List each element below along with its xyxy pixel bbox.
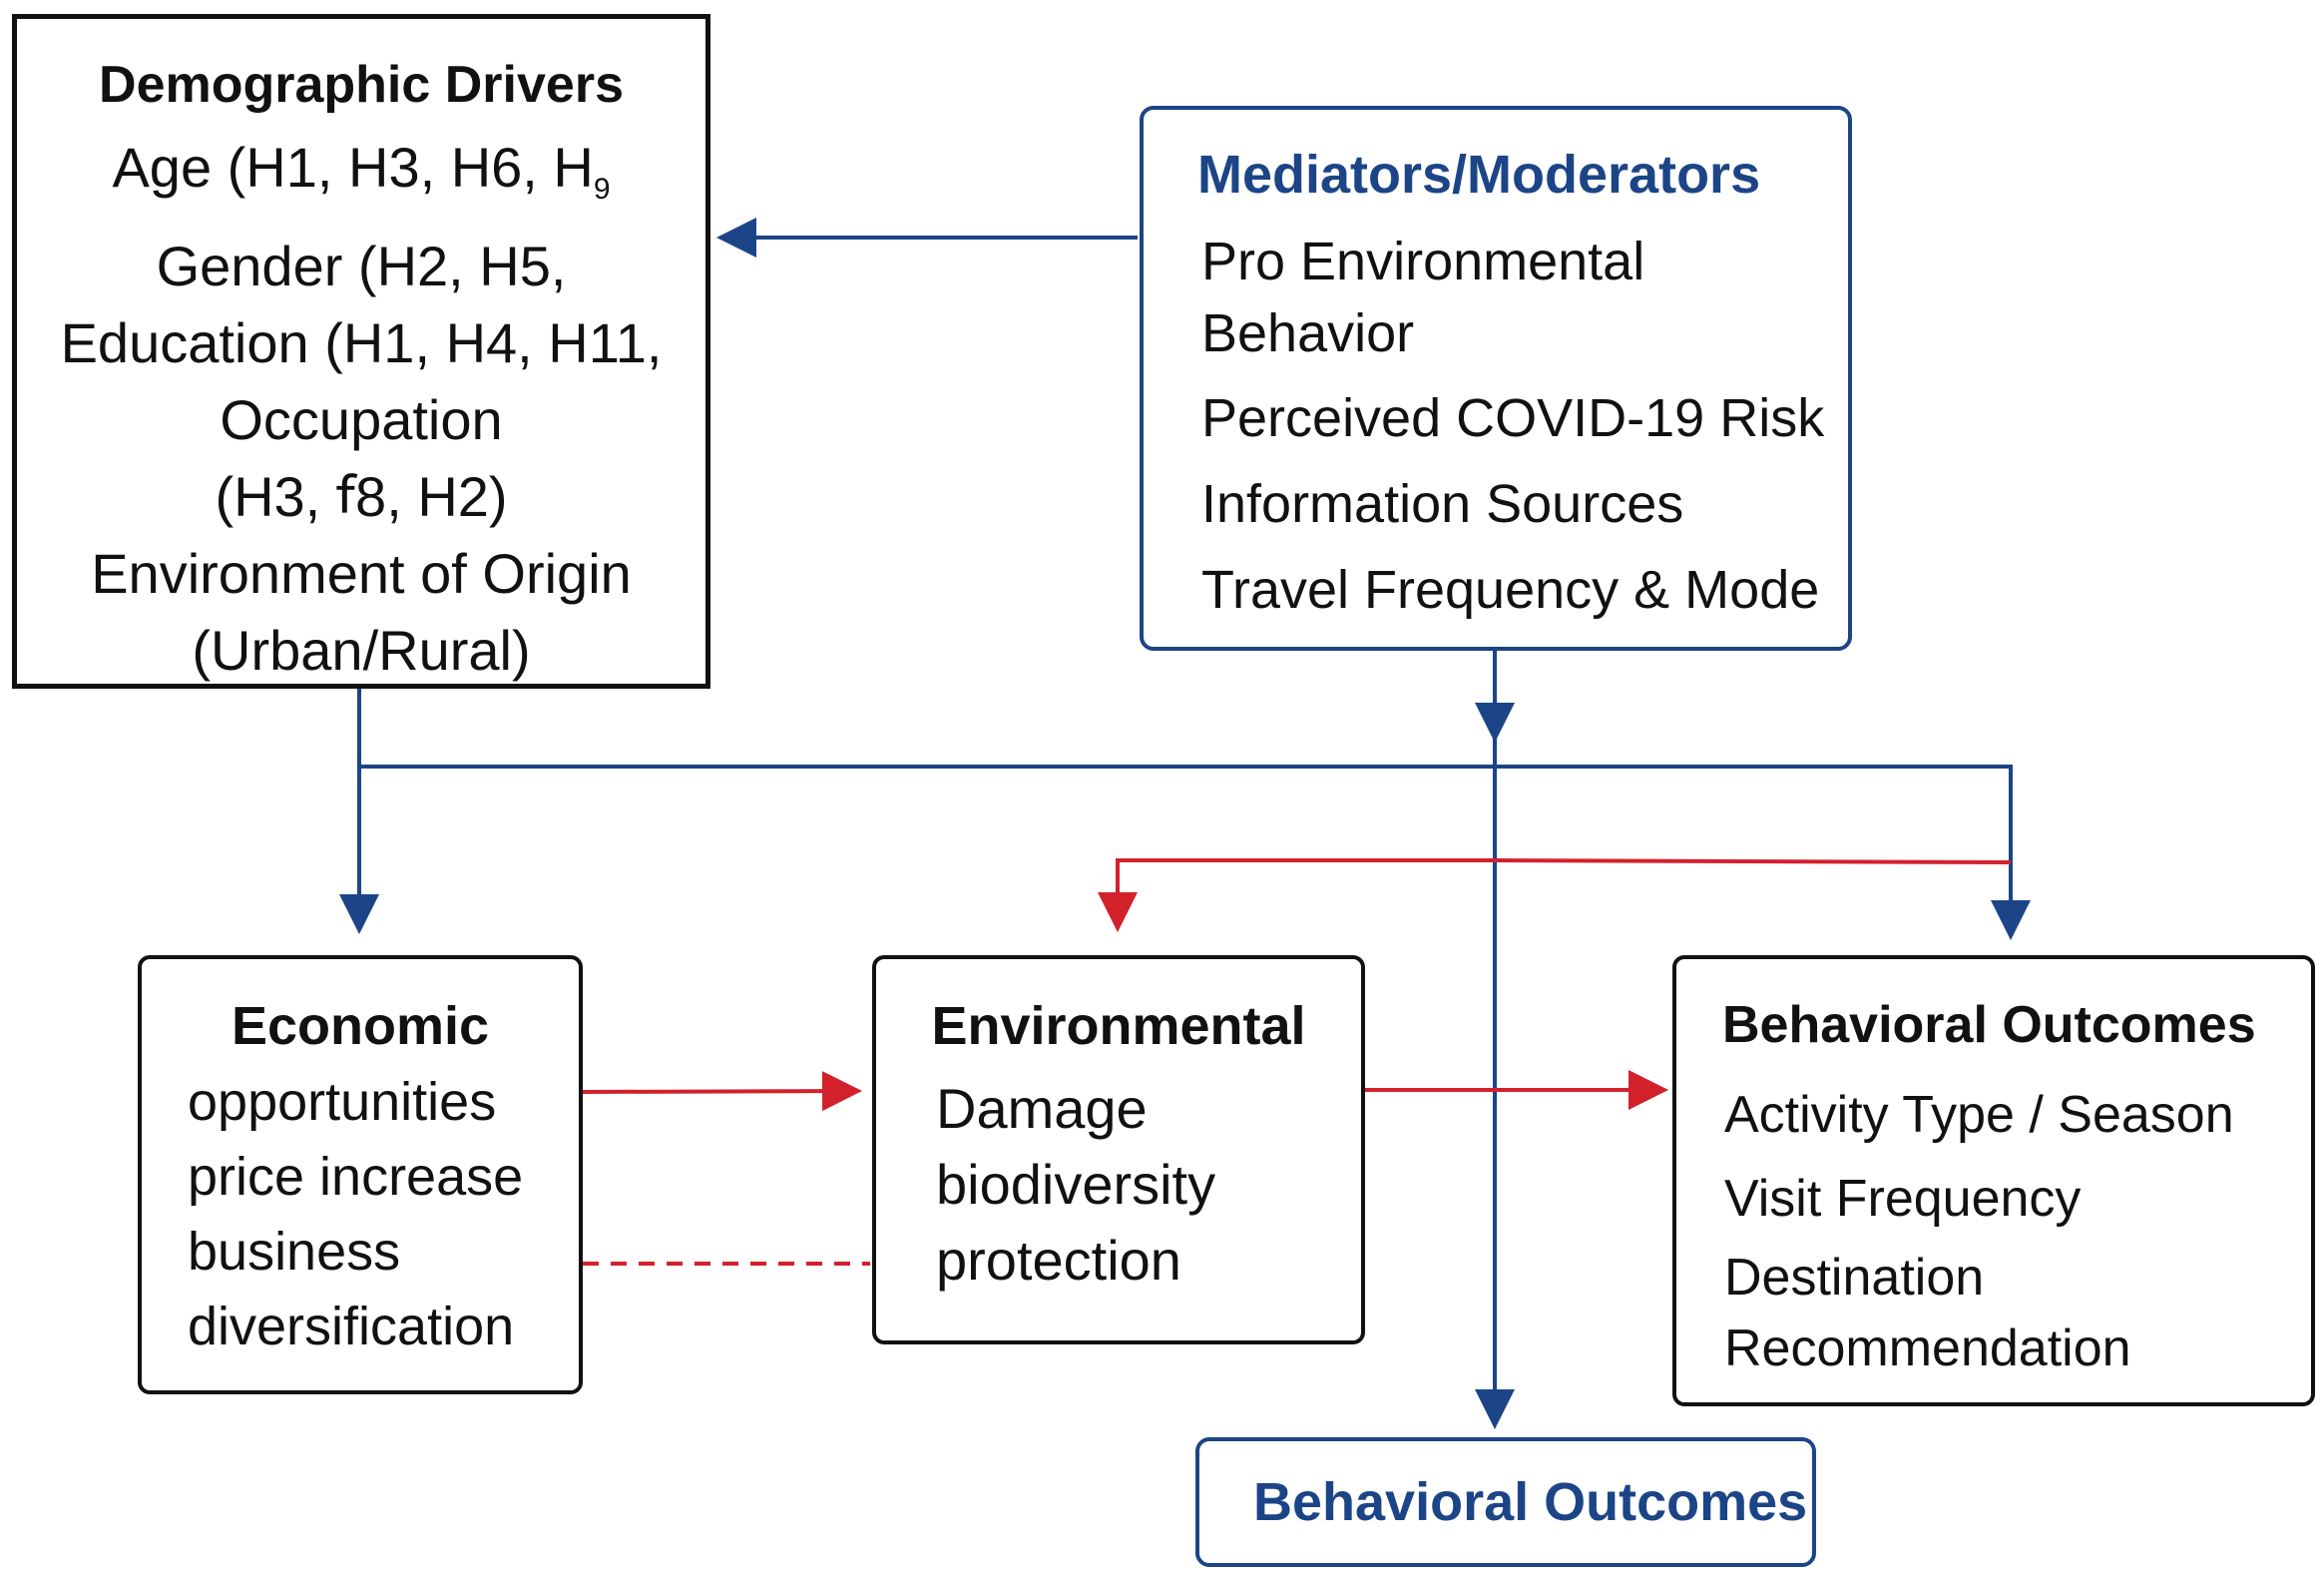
behavioral-line-recommendation: Recommendation [1724,1319,2131,1377]
mediator-line-behavior: Behavior [1201,303,1415,363]
behavioral-lines: Activity Type / Season Visit Frequency D… [1724,1073,2311,1382]
economic-line-price: price increase [188,1147,524,1207]
economic-box: Economic opportunities price increase bu… [138,955,583,1394]
demographic-line-occupation-hyp: (H3, ꬵ8, H2) [215,465,508,529]
mediator-line-info: Information Sources [1201,474,1684,534]
economic-line-opportunities: opportunities [188,1072,497,1132]
environmental-lines: Damage biodiversity protection [936,1071,1361,1299]
environmental-box: Environmental Damage biodiversity protec… [872,955,1365,1344]
mediators-lines: Pro Environmental Behavior Perceived COV… [1201,226,1848,633]
age-subscript: 9 [593,173,611,207]
environmental-line-protection: protection [936,1229,1181,1292]
economic-title: Economic [231,996,490,1056]
mediator-line-travel: Travel Frequency & Mode [1201,560,1820,620]
economic-line-business: business [188,1222,401,1282]
demographic-line-urban-rural: (Urban/Rural) [192,619,531,683]
mediator-line-pro-env: Pro Environmental [1201,232,1645,291]
environmental-line-damage: Damage [936,1077,1148,1140]
economic-line-diversification: diversification [188,1297,515,1356]
behavioral-outcomes-box: Behavioral Outcomes Activity Type / Seas… [1672,955,2315,1406]
blue-bus-to-behavioral [359,765,2031,940]
mediators-box: Mediators/Moderators Pro Environmental B… [1140,106,1852,651]
environmental-line-biodiversity: biodiversity [936,1153,1216,1216]
economic-lines: opportunities price increase business di… [188,1065,579,1364]
demographic-line-education: Education (H1, H4, H11, [60,311,663,375]
behavioral-line-frequency: Visit Frequency [1724,1170,2082,1228]
environmental-title: Environmental [931,996,1306,1056]
demographic-lines: Age (H1, H3, H6, H9 Gender (H2, H5, Educ… [17,129,705,689]
behavioral-line-activity: Activity Type / Season [1724,1086,2234,1144]
mediators-title: Mediators/Moderators [1197,145,1761,205]
demographic-title: Demographic Drivers [99,56,624,114]
demographic-line-environment: Environment of Origin [91,542,632,606]
demographic-line-occupation: Occupation [220,388,503,452]
bottom-behavioral-outcomes-box: Behavioral Outcomes [1195,1437,1816,1567]
behavioral-line-destination: Destination [1724,1249,1985,1307]
behavioral-title: Behavioral Outcomes [1722,996,2256,1054]
arrow-economic-to-environmental [582,1071,862,1112]
demographic-line-gender: Gender (H2, H5, [156,235,567,298]
demographic-drivers-box: Demographic Drivers Age (H1, H3, H6, H9 … [12,14,710,689]
mediator-line-covid: Perceived COVID-19 Risk [1201,388,1825,448]
red-feedback-to-environmental [1098,858,2012,932]
demographic-line-age: Age (H1, H3, H6, H9 [112,136,611,207]
bottom-box-title: Behavioral Outcomes [1253,1472,1808,1532]
